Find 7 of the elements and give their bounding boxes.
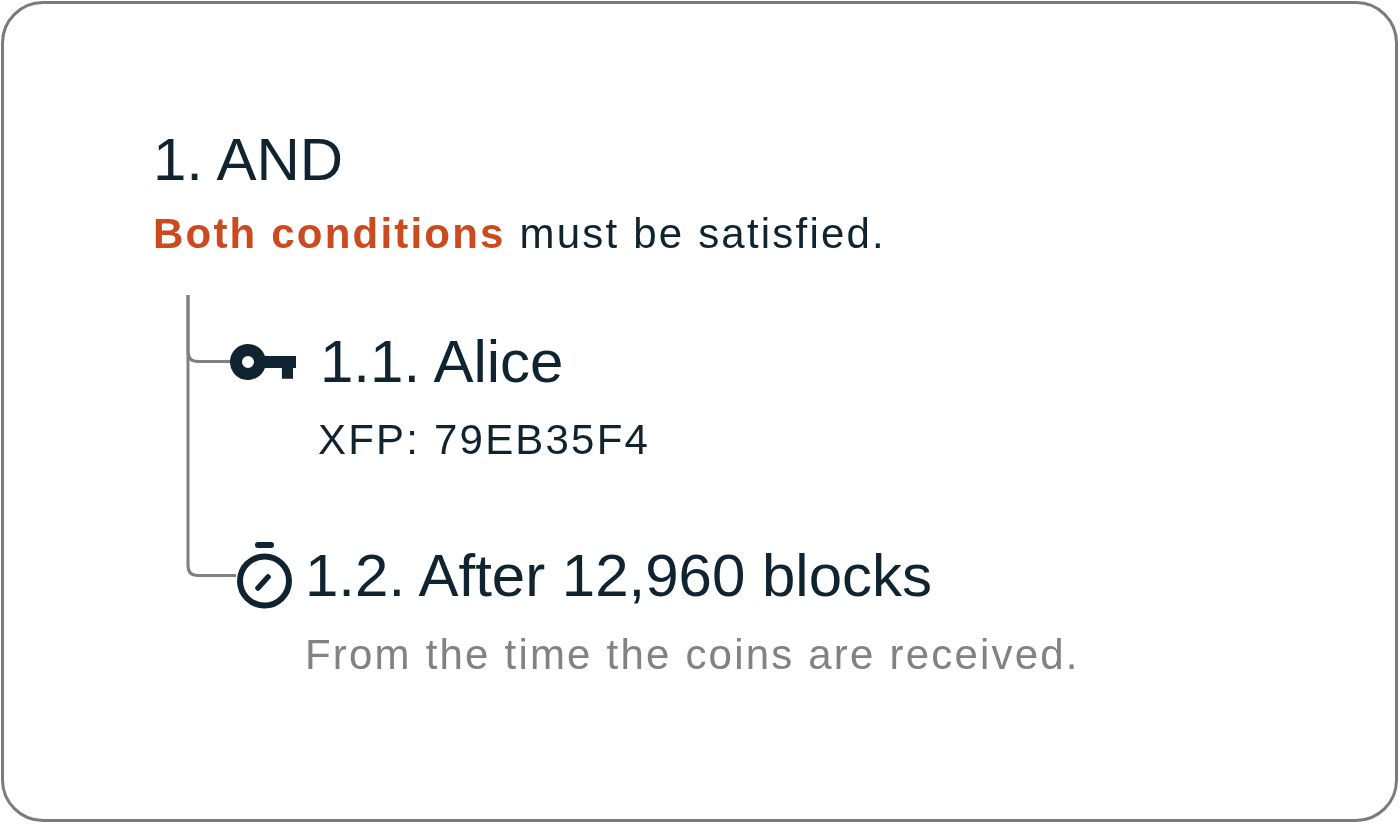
fingerprint-text: XFP: 79EB35F4: [318, 415, 651, 465]
condition-description: Both conditions must be satisfied.: [153, 209, 886, 259]
signer-name: 1.1. Alice: [320, 327, 564, 396]
tree-connector: [186, 295, 236, 577]
timelock-note: From the time the coins are received.: [305, 630, 1080, 680]
timelock-title: 1.2. After 12,960 blocks: [305, 541, 933, 610]
condition-title: 1. AND: [153, 125, 344, 194]
